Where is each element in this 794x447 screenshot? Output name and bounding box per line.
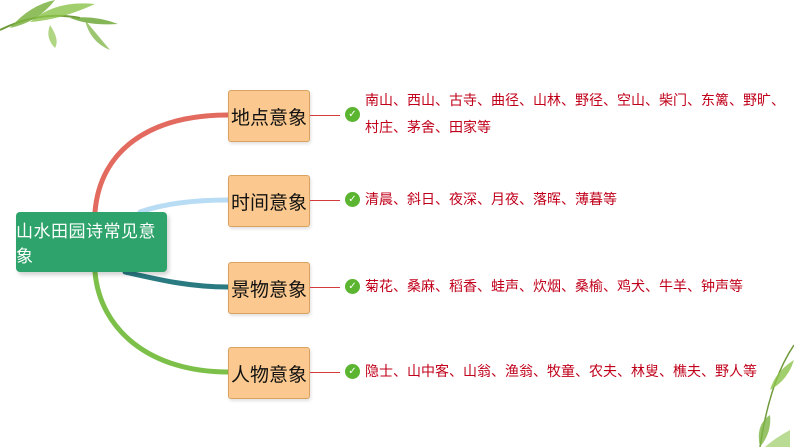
category-node-time: 时间意象: [228, 175, 310, 227]
branch-curve-people: [92, 269, 231, 375]
connector-line: [310, 287, 340, 288]
bamboo-leaves-bottom-right: [758, 344, 794, 447]
root-node: 山水田园诗常见意象: [16, 212, 167, 272]
branch-curve-scenery: [122, 269, 231, 290]
detail-text-location-line2: 村庄、茅舍、田家等: [365, 120, 491, 136]
check-icon: ✓: [345, 279, 360, 294]
detail-text-location-line1: 南山、西山、古寺、曲径、山林、野径、空山、柴门、东篱、野旷、: [365, 93, 785, 109]
category-node-location: 地点意象: [228, 90, 310, 142]
check-icon: ✓: [345, 107, 360, 122]
detail-text-scenery: 菊花、桑麻、稻香、蛙声、炊烟、桑榆、鸡犬、牛羊、钟声等: [365, 279, 743, 295]
category-node-people: 人物意象: [228, 347, 310, 399]
bamboo-leaves-top-left: [0, 0, 118, 50]
branch-curves: [92, 112, 231, 375]
connector-line: [310, 372, 340, 373]
branch-curve-time: [137, 197, 231, 215]
detail-text-people: 隐士、山中客、山翁、渔翁、牧童、农夫、林叟、樵夫、野人等: [365, 364, 757, 380]
connector-line: [310, 115, 340, 116]
connector-line: [310, 200, 340, 201]
category-node-scenery: 景物意象: [228, 262, 310, 314]
detail-text-time: 清晨、斜日、夜深、月夜、落晖、薄暮等: [365, 192, 617, 208]
check-icon: ✓: [345, 364, 360, 379]
check-icon: ✓: [345, 192, 360, 207]
branch-curve-location: [92, 112, 231, 215]
